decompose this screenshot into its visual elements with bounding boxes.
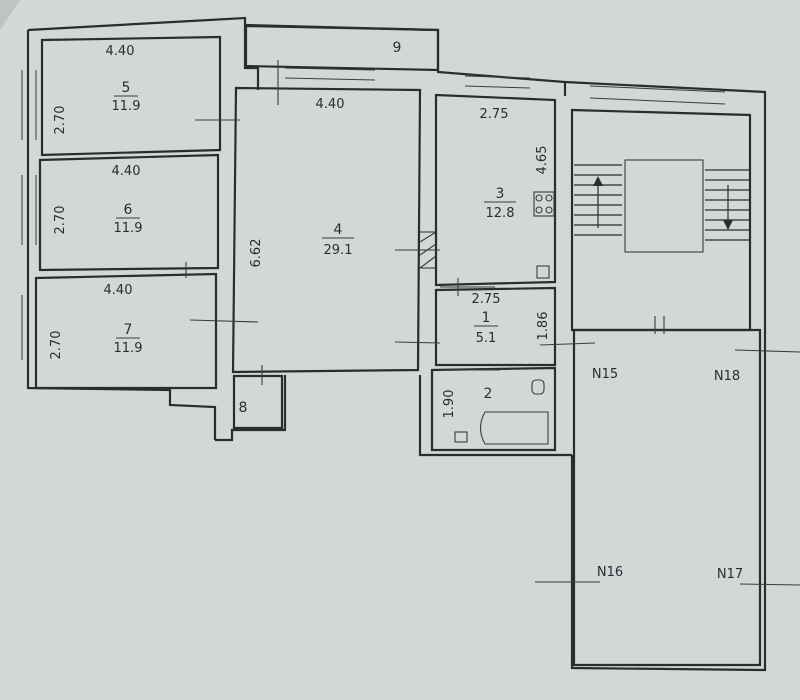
stair-flight-down <box>705 169 750 241</box>
room-3-width: 2.75 <box>480 107 509 122</box>
room-6-number: 6 <box>124 202 133 218</box>
room-1-width: 2.75 <box>472 292 501 307</box>
room-2-height: 1.90 <box>442 390 457 419</box>
room-7-outline <box>34 272 218 390</box>
apartment-label-n16: N16 <box>597 565 623 580</box>
room-4-number: 4 <box>334 222 343 238</box>
staircase <box>574 159 750 253</box>
room-3-area: 12.8 <box>486 206 515 221</box>
room-1-number: 1 <box>482 310 491 326</box>
stair-landing <box>624 159 704 253</box>
room-5-area: 11.9 <box>112 99 141 114</box>
door-marks <box>185 60 800 586</box>
room-1-area: 5.1 <box>476 331 497 346</box>
room-4-outline <box>231 86 422 374</box>
sink-icon <box>536 265 550 279</box>
room-6-outline <box>38 153 220 272</box>
room-1-height: 1.86 <box>536 312 551 341</box>
room-6-area: 11.9 <box>114 221 143 236</box>
room-4-width: 4.40 <box>316 97 345 112</box>
room-3-height: 4.65 <box>535 146 550 175</box>
room-5-width: 4.40 <box>106 44 135 59</box>
room-3-number: 3 <box>496 186 505 202</box>
outer-walls <box>26 16 767 672</box>
room-2-number: 2 <box>484 386 493 402</box>
fixtures <box>454 191 555 445</box>
room-4-height: 6.62 <box>249 239 264 268</box>
room-9-number: 9 <box>393 40 402 56</box>
room-7-number: 7 <box>124 322 133 338</box>
stove-icon <box>533 191 555 217</box>
bathtub-icon <box>479 411 549 445</box>
room-outlines <box>34 24 762 667</box>
arrow-down-icon <box>723 220 733 230</box>
room-2-outline <box>430 366 557 452</box>
room-6-width: 4.40 <box>112 164 141 179</box>
room-1-outline <box>434 286 557 367</box>
corridor-outline <box>572 328 762 667</box>
room-7-height: 2.70 <box>49 331 64 360</box>
stair-flight-up <box>574 164 622 236</box>
toilet-icon <box>531 379 545 395</box>
room-4-area: 29.1 <box>324 243 353 258</box>
apartment-label-n18: N18 <box>714 369 740 384</box>
room-7-area: 11.9 <box>114 341 143 356</box>
room-5-number: 5 <box>122 80 131 96</box>
room-3-outline <box>434 93 557 287</box>
room-5-outline <box>40 35 222 157</box>
apartment-label-n17: N17 <box>717 567 743 582</box>
room-9-outline <box>244 24 440 72</box>
room-8-outline <box>232 374 284 430</box>
room-6-height: 2.70 <box>53 206 68 235</box>
room-8-number: 8 <box>239 400 248 416</box>
room-7-width: 4.40 <box>104 283 133 298</box>
room-5-height: 2.70 <box>53 106 68 135</box>
arrow-up-icon <box>593 176 603 186</box>
washbasin-icon <box>454 431 468 443</box>
apartment-label-n15: N15 <box>592 367 618 382</box>
